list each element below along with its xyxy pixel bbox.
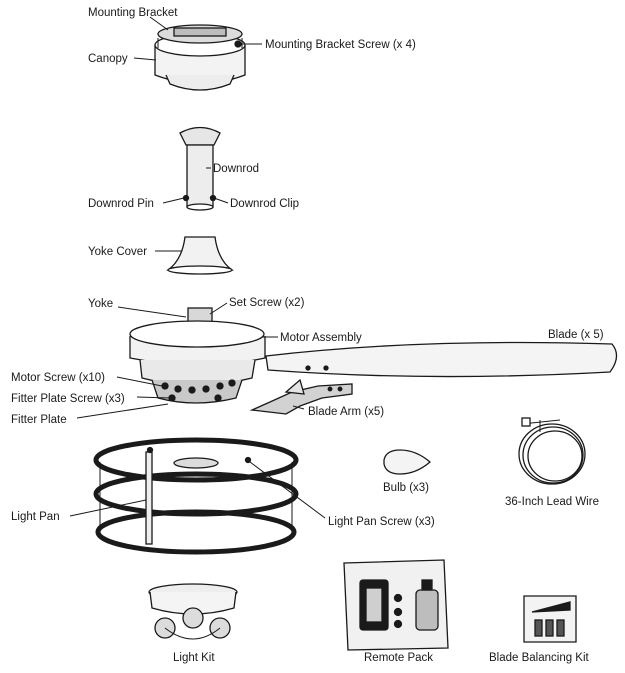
label-light-pan: Light Pan — [11, 511, 60, 523]
label-blade-arm: Blade Arm (x5) — [308, 406, 384, 418]
label-motor-screw: Motor Screw (x10) — [11, 372, 105, 384]
label-downrod: Downrod — [213, 163, 259, 175]
label-downrod-pin: Downrod Pin — [88, 198, 154, 210]
label-fitter-plate-screw: Fitter Plate Screw (x3) — [11, 393, 125, 405]
label-bulb: Bulb (x3) — [383, 482, 429, 494]
yoke-cover-illustration — [165, 236, 235, 275]
label-light-kit: Light Kit — [173, 652, 215, 664]
canopy-illustration — [154, 24, 246, 91]
label-motor-assembly: Motor Assembly — [280, 332, 362, 344]
blade-arm-illustration — [249, 378, 353, 415]
downrod-illustration — [179, 126, 221, 211]
label-yoke-cover: Yoke Cover — [88, 246, 147, 258]
label-blade-balancing-kit: Blade Balancing Kit — [489, 652, 590, 664]
leader-lines — [69, 16, 326, 519]
blade-balancing-kit-illustration — [523, 595, 577, 643]
label-light-pan-screw: Light Pan Screw (x3) — [328, 516, 435, 528]
label-yoke: Yoke — [88, 298, 113, 310]
label-downrod-clip: Downrod Clip — [230, 198, 299, 210]
blade-illustration — [265, 341, 618, 378]
label-blade: Blade (x 5) — [548, 329, 604, 341]
label-mounting-bracket: Mounting Bracket — [88, 7, 178, 19]
bulb-illustration — [383, 449, 431, 475]
motor-assembly-illustration — [129, 307, 266, 404]
label-lead-wire: 36-Inch Lead Wire — [505, 496, 599, 508]
light-pan-illustration — [93, 437, 299, 555]
remote-pack-illustration — [343, 559, 449, 651]
lead-wire-illustration — [518, 417, 586, 485]
label-mounting-bracket-screw: Mounting Bracket Screw (x 4) — [265, 39, 416, 51]
label-remote-pack: Remote Pack — [364, 652, 433, 664]
label-canopy: Canopy — [88, 53, 128, 65]
label-set-screw: Set Screw (x2) — [229, 297, 305, 309]
label-fitter-plate: Fitter Plate — [11, 414, 67, 426]
light-kit-illustration — [148, 583, 238, 640]
